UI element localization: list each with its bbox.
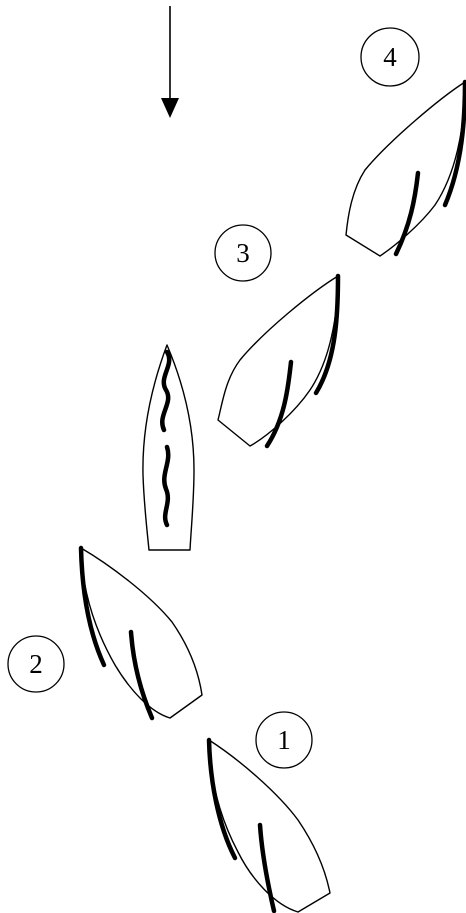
boat-1 <box>209 740 330 912</box>
label-2: 2 <box>8 636 64 692</box>
label-3-text: 3 <box>236 238 250 268</box>
label-1-text: 1 <box>277 725 291 755</box>
wind-arrow-icon <box>161 6 179 118</box>
label-1: 1 <box>256 712 312 768</box>
boat-4 <box>346 82 465 256</box>
label-4: 4 <box>361 28 419 86</box>
boat-luffing <box>143 345 194 550</box>
boat-2 <box>81 548 202 718</box>
label-2-text: 2 <box>29 649 43 679</box>
label-4-text: 4 <box>383 42 397 72</box>
label-3: 3 <box>215 225 271 281</box>
boat-3 <box>218 276 338 446</box>
